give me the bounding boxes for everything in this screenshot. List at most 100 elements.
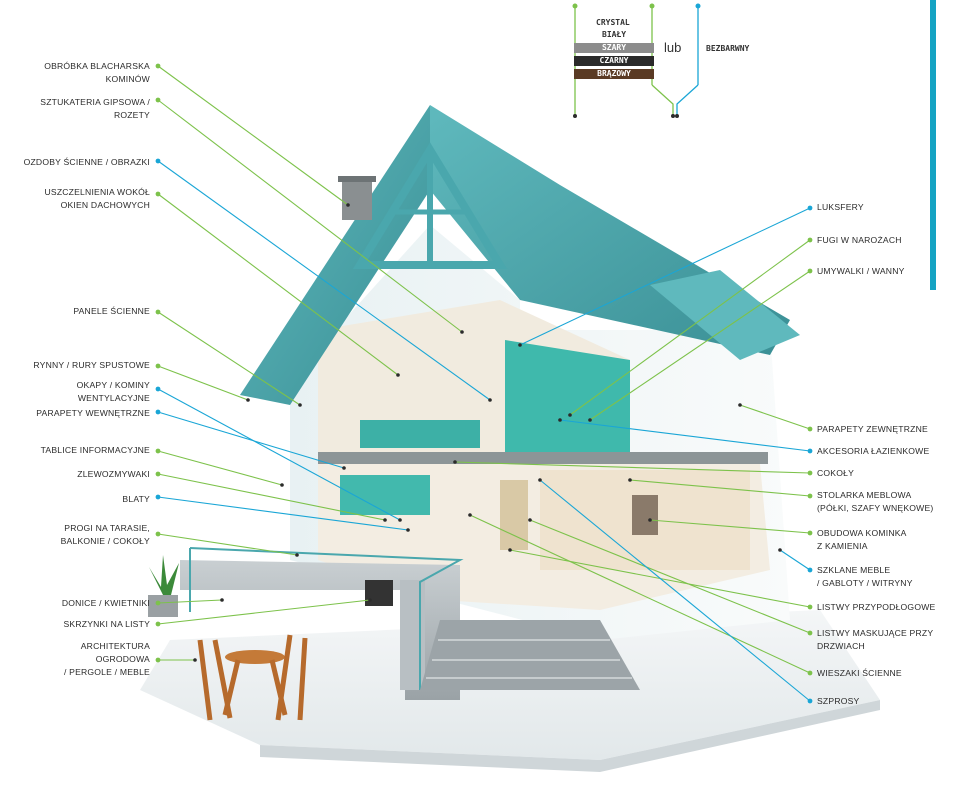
leader-line-left-12 [157, 599, 223, 604]
leader-line-left-8 [157, 450, 283, 486]
leader-target-left-4 [298, 403, 302, 407]
legend-lub: lub [664, 40, 682, 55]
leader-target-right-5 [453, 460, 457, 464]
leader-dot-right-9 [807, 604, 813, 610]
leader-dot-right-3 [807, 426, 813, 432]
leader-line-left-10 [157, 496, 409, 531]
kitchen-cabinets [340, 475, 430, 515]
leader-target-left-13 [368, 598, 372, 602]
label-listwy-przypodlogowe: LISTWY PRZYPODŁOGOWE [817, 602, 936, 612]
leader-target-left-3 [396, 373, 400, 377]
leader-target-right-1 [568, 413, 572, 417]
leader-line-right-12 [539, 479, 811, 702]
label-parapety-zewnetrzne: PARAPETY ZEWNĘTRZNE [817, 424, 928, 434]
leader-dot-left-5 [155, 363, 161, 369]
label-szprosy: SZPROSY [817, 696, 860, 706]
leader-dot-right-11 [807, 670, 813, 676]
leader-dot-left-8 [155, 448, 161, 454]
legend-szary: SZARY [574, 43, 654, 53]
leader-target-left-10 [406, 528, 410, 532]
leader-dot-right-8 [807, 567, 813, 573]
stairs [420, 620, 640, 690]
leader-target-right-9 [508, 548, 512, 552]
leader-line-left-1 [157, 99, 463, 333]
leader-line-left-6 [157, 388, 401, 521]
leader-dot-left-1 [155, 97, 161, 103]
label-zlewozmywaki: ZLEWOZMYWAKI [77, 469, 150, 479]
leader-line-right-0 [519, 207, 811, 346]
label-cokoly: COKOŁY [817, 468, 855, 478]
legend-bialy: BIAŁY [602, 30, 627, 39]
leader-line-left-4 [157, 311, 301, 406]
label-wieszaki: WIESZAKI ŚCIENNE [817, 668, 902, 678]
leader-dot-right-6 [807, 493, 813, 499]
ground-edge [260, 700, 880, 772]
label-progi: PROGI NA TARASIE,BALKONIE / COKOŁY [60, 523, 150, 546]
leader-target-left-6 [398, 518, 402, 522]
leader-target-left-11 [295, 553, 299, 557]
accent-bar [930, 0, 936, 290]
chimney [342, 180, 372, 220]
leader-dot-right-0 [807, 205, 813, 211]
leader-target-right-3 [738, 403, 742, 407]
label-tablice: TABLICE INFORMACYJNE [40, 445, 150, 455]
floor-slab-upper [318, 452, 768, 464]
leader-dot-right-5 [807, 470, 813, 476]
leader-line-left-11 [157, 533, 298, 556]
leader-line-left-13 [157, 599, 371, 625]
planter [148, 555, 179, 617]
legend-brazowy: BRĄZOWY [574, 69, 654, 79]
leader-dot-left-12 [155, 600, 161, 606]
label-stolarka: STOLARKA MEBLOWA(PÓŁKI, SZAFY WNĘKOWE) [817, 490, 934, 513]
legend-crystal: CRYSTAL [596, 18, 630, 27]
leader-target-left-12 [220, 598, 224, 602]
label-donice: DONICE / KWIETNIKI [61, 598, 150, 608]
leader-dot-left-14 [155, 657, 161, 663]
leader-dot-left-10 [155, 494, 161, 500]
label-umywalki: UMYWALKI / WANNY [817, 266, 905, 276]
leader-dot-left-9 [155, 471, 161, 477]
leader-dot-right-12 [807, 698, 813, 704]
label-ozdoby-scienne: OZDOBY ŚCIENNE / OBRAZKI [23, 157, 150, 167]
legend-bezbarwny: BEZBARWNY [706, 44, 750, 53]
leader-dot-left-6 [155, 386, 161, 392]
label-sztukateria: SZTUKATERIA GIPSOWA /ROZETY [40, 97, 150, 120]
leader-line-left-9 [157, 473, 386, 521]
roof-left [240, 105, 430, 405]
leader-line-left-7 [157, 411, 345, 469]
leader-target-right-0 [518, 343, 522, 347]
label-rynny: RYNNY / RURY SPUSTOWE [33, 360, 150, 370]
leader-target-right-6 [628, 478, 632, 482]
leader-target-right-12 [538, 478, 542, 482]
leader-line-right-3 [739, 404, 811, 430]
leader-target-right-10 [528, 518, 532, 522]
leader-target-left-14 [193, 658, 197, 662]
leader-dot-left-4 [155, 309, 161, 315]
leader-line-left-0 [157, 65, 349, 206]
leader-line-right-6 [629, 479, 811, 497]
bed [360, 420, 480, 448]
leader-dot-right-7 [807, 530, 813, 536]
label-blaty: BLATY [122, 494, 150, 504]
leader-target-right-11 [468, 513, 472, 517]
leader-target-right-8 [778, 548, 782, 552]
label-luksfery: LUKSFERY [817, 202, 864, 212]
leader-line-right-11 [469, 514, 811, 674]
leader-target-left-1 [460, 330, 464, 334]
leader-target-left-2 [488, 398, 492, 402]
leader-target-left-5 [246, 398, 250, 402]
leader-line-right-7 [649, 519, 811, 534]
label-panele-scienne: PANELE ŚCIENNE [73, 306, 150, 316]
leader-line-left-3 [157, 193, 399, 376]
leader-dot-left-11 [155, 531, 161, 537]
bathroom [505, 340, 630, 455]
label-fugi: FUGI W NAROŻACH [817, 235, 902, 245]
label-akcesoria: AKCESORIA ŁAZIENKOWE [817, 446, 930, 456]
leader-dot-left-0 [155, 63, 161, 69]
leader-line-right-5 [454, 461, 811, 474]
